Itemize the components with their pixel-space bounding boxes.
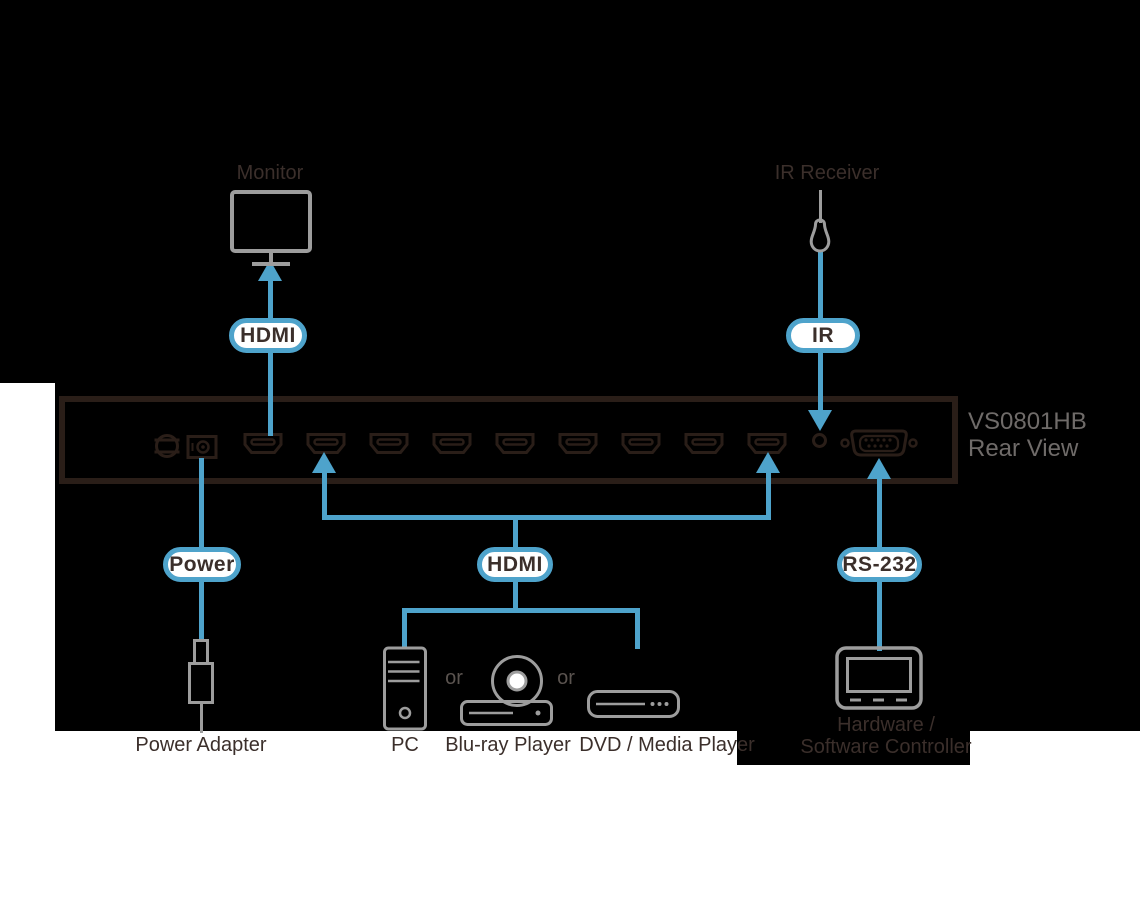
input-arrow-right [756, 452, 780, 473]
controller-icon [835, 646, 923, 710]
ir-receiver-icon [809, 218, 831, 253]
ir-receiver-cord [818, 190, 822, 223]
controller-label: Hardware / Software Controller [796, 714, 976, 758]
rs232-arrow [867, 458, 891, 479]
hdmi-port [621, 433, 661, 454]
pc-branch-cable [401, 611, 407, 649]
dvd-player-label: DVD / Media Player [579, 734, 755, 756]
rs232-cable-lower [876, 580, 882, 651]
background-top [0, 0, 1140, 383]
device-model-text: VS0801HB Rear View [968, 408, 1138, 462]
bluray-player-icon [460, 655, 553, 726]
power-adapter-cord [199, 702, 203, 733]
hdmi-port [747, 433, 787, 454]
power-adapter-label: Power Adapter [135, 734, 267, 756]
hdmi-port [369, 433, 409, 454]
hdmi-port [495, 433, 535, 454]
dvd-branch-cable [634, 611, 640, 649]
hdmi-port [558, 433, 598, 454]
controller-label-line2: Software Controller [800, 736, 972, 758]
hdmi-port [243, 433, 283, 454]
ir-receiver-label: IR Receiver [774, 162, 880, 184]
rs232-cable-upper [876, 478, 882, 549]
grounding-terminal-icon [154, 434, 180, 458]
monitor-cable [267, 280, 273, 436]
hdmi-port [432, 433, 472, 454]
ir-pill: IR [786, 318, 860, 353]
hdmi-port-row [243, 433, 787, 454]
or-separator-2: or [557, 667, 575, 689]
hdmi-input-pill: HDMI [477, 547, 553, 582]
rs232-pill: RS-232 [837, 547, 922, 582]
view-name: Rear View [968, 435, 1079, 462]
dvd-player-icon [587, 690, 680, 718]
switch-rear-panel [59, 396, 958, 484]
ir-port [812, 433, 827, 448]
model-name: VS0801HB [968, 408, 1087, 435]
source-branch-horizontal [401, 608, 640, 613]
bluray-player-label: Blu-ray Player [445, 734, 571, 756]
monitor-label: Monitor [236, 162, 304, 184]
input-arrow-left [312, 452, 336, 473]
dc-power-jack-icon [186, 435, 218, 459]
monitor-icon [230, 190, 312, 266]
ir-arrow [808, 410, 832, 431]
hdmi-port [684, 433, 724, 454]
pc-icon [383, 646, 427, 731]
hdmi-output-pill: HDMI [229, 318, 307, 353]
controller-label-line1: Hardware / [837, 714, 935, 736]
or-separator-1: or [445, 667, 463, 689]
power-adapter-icon [188, 662, 214, 704]
input-cable-horizontal [321, 515, 771, 520]
pc-label: PC [391, 734, 419, 756]
background-controller-label [737, 731, 970, 765]
input-cable-right [765, 473, 771, 520]
hdmi-port [306, 433, 346, 454]
rs232-port [840, 429, 918, 457]
input-cable-left [321, 473, 327, 520]
power-pill: Power [163, 547, 241, 582]
